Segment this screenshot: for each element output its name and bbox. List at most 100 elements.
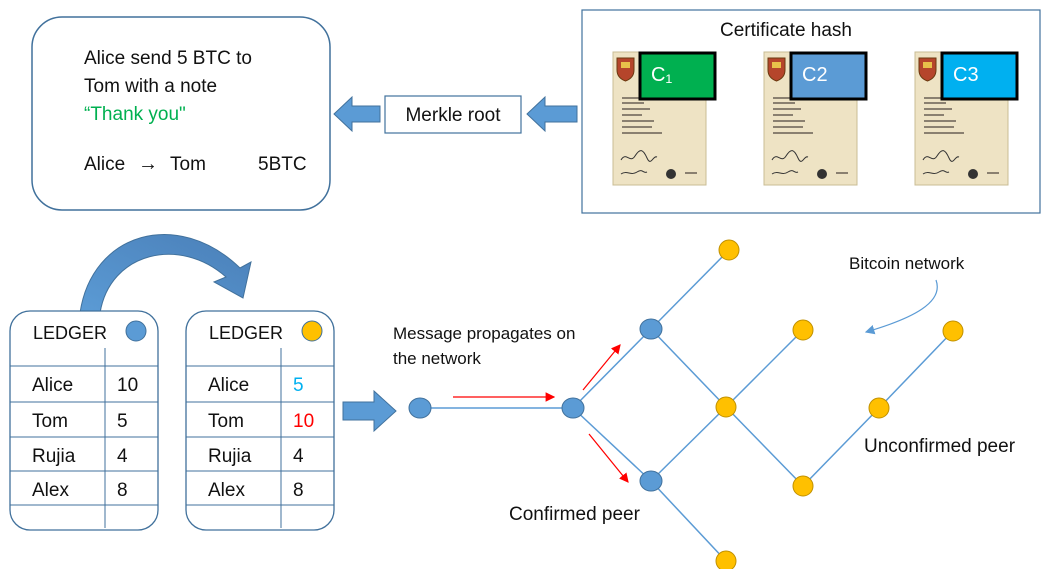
certificate-text-line xyxy=(924,102,946,104)
certificate-text-line xyxy=(924,126,954,128)
propagation-arrows xyxy=(453,279,938,483)
certificate-text-line xyxy=(622,126,652,128)
ledger-value-cell: 5 xyxy=(293,375,304,396)
certificate-hash-label: C₁ xyxy=(651,64,672,86)
signature-icon xyxy=(620,170,648,175)
ledger-status-dot-icon xyxy=(125,320,147,342)
propagation-arrow-down-icon xyxy=(588,433,629,483)
ledger-name-cell: Alex xyxy=(32,480,69,501)
unconfirmed-peer-node xyxy=(942,320,964,342)
ledger-title: LEDGER xyxy=(33,323,107,343)
quote-text: Thank you" xyxy=(90,104,185,125)
certificate-text-line xyxy=(622,132,662,134)
certificate-text-line xyxy=(773,132,813,134)
certificate-hash-title: Certificate hash xyxy=(720,20,852,41)
certificate-text-line xyxy=(924,120,956,122)
confirmed-peer-node xyxy=(639,470,663,492)
unconfirmed-peer-node xyxy=(792,319,814,341)
ledger-value-cell: 10 xyxy=(293,411,314,432)
network-edge xyxy=(878,330,954,409)
certificate-text-line xyxy=(773,126,803,128)
confirmed-peer-node xyxy=(408,397,432,419)
network-edge xyxy=(650,328,727,408)
certificate-hash-label: C3 xyxy=(953,64,979,86)
ledger-value-cell: 8 xyxy=(117,480,128,501)
certificate-hash-box xyxy=(789,51,868,101)
propagate-label-line-1: Message propagates on xyxy=(393,324,575,343)
ledger-name-cell: Rujia xyxy=(32,446,76,467)
crest-detail xyxy=(772,62,781,68)
ledger-to-network-arrow-icon xyxy=(342,389,397,433)
unconfirmed-peer-node xyxy=(715,396,737,418)
certificate-hash-box xyxy=(638,51,717,101)
certificate-text-line xyxy=(622,114,642,116)
unconfirmed-peer-node xyxy=(868,397,890,419)
ledger-value-cell: 4 xyxy=(117,446,128,467)
certificate-text-line xyxy=(622,120,654,122)
bitcoin-network-pointer-icon xyxy=(864,279,938,335)
certificate-text-line xyxy=(836,172,848,174)
ledger-name-cell: Rujia xyxy=(208,446,252,467)
unconfirmed-peer-node xyxy=(718,239,740,261)
certificate-2: C2 xyxy=(763,51,868,186)
unconfirmed-peer-node xyxy=(715,550,737,569)
network-edge xyxy=(650,249,730,330)
crest-icon xyxy=(918,57,937,82)
ledger-name-cell: Alice xyxy=(208,375,249,396)
signature-icon xyxy=(771,170,799,175)
merkle-to-message-arrow-icon xyxy=(333,95,381,133)
certificate-3: C3 xyxy=(914,51,1019,186)
ledger-value-cell: 8 xyxy=(293,480,304,501)
transfer-amount: 5BTC xyxy=(258,154,307,175)
network-edge xyxy=(725,329,804,408)
message-note: “Thank you" xyxy=(84,104,186,125)
propagation-arrow-up-icon xyxy=(582,344,621,391)
certificate-text-line xyxy=(773,108,801,110)
unconfirmed-peer-label: Unconfirmed peer xyxy=(864,436,1016,457)
certificate-hash-label: C2 xyxy=(802,64,828,86)
merkle-root-label: Merkle root xyxy=(405,105,501,126)
network-edge xyxy=(572,328,652,409)
certificates-group: C₁ C2 C3 xyxy=(612,51,1019,186)
seal-icon xyxy=(968,169,978,179)
ledger-name-cell: Tom xyxy=(208,411,244,432)
network-edge xyxy=(802,407,880,487)
signature-icon xyxy=(771,150,809,162)
certificate-text-line xyxy=(987,172,999,174)
transfer-arrow-icon: → xyxy=(138,153,158,175)
merkle-root-box: Merkle root xyxy=(384,95,522,134)
ledger-status-dot-icon xyxy=(301,320,323,342)
network-edge xyxy=(572,407,652,482)
message-line-1: Alice send 5 BTC to xyxy=(84,48,252,69)
certificates-to-merkle-arrow-icon xyxy=(526,95,578,133)
certificate-text-line xyxy=(924,132,964,134)
certificate-text-line xyxy=(685,172,697,174)
transaction-message-box: Alice send 5 BTC to Tom with a note “Tha… xyxy=(31,16,331,211)
crest-icon xyxy=(616,57,635,82)
ledger-value-cell: 10 xyxy=(117,375,138,396)
network-edge xyxy=(650,406,727,482)
ledger-update-curved-arrow-icon xyxy=(79,234,252,314)
ledger-name-cell: Tom xyxy=(32,411,68,432)
confirmed-peer-node xyxy=(639,318,663,340)
transfer-to: Tom xyxy=(170,154,206,175)
confirmed-peer-label: Confirmed peer xyxy=(509,504,641,525)
certificate-text-line xyxy=(622,102,644,104)
certificate-text-line xyxy=(773,120,805,122)
confirmed-peer-node xyxy=(561,397,585,419)
network-edge xyxy=(725,406,804,487)
transfer-from: Alice xyxy=(84,154,125,175)
seal-icon xyxy=(817,169,827,179)
network-edges xyxy=(420,249,954,562)
ledger-name-cell: Alice xyxy=(32,375,73,396)
ledger-value-cell: 5 xyxy=(117,411,128,432)
crest-detail xyxy=(621,62,630,68)
certificate-text-line xyxy=(773,114,793,116)
quote-open: “ xyxy=(84,104,90,125)
crest-detail xyxy=(923,62,932,68)
ledger-title: LEDGER xyxy=(209,323,283,343)
certificate-text-line xyxy=(773,102,795,104)
